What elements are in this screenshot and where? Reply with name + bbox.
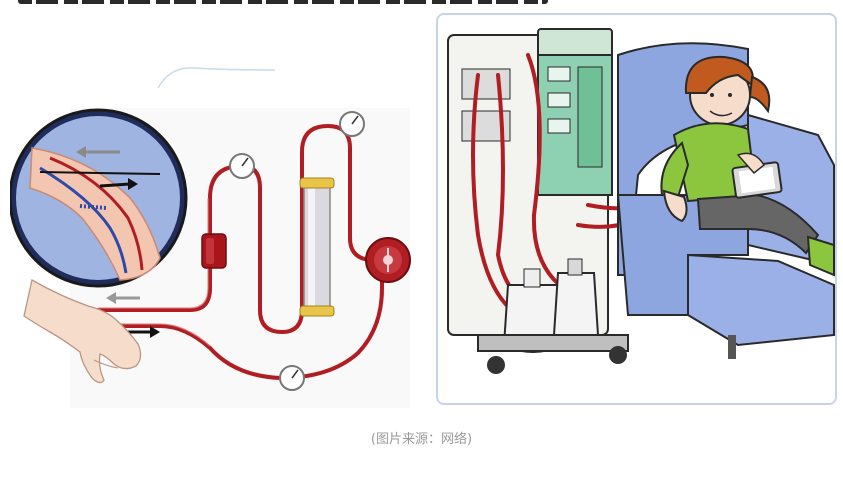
dialysis-circuit-diagram [10,48,420,410]
dialysis-patient-cartoon [436,13,837,405]
image-source-caption: (图片来源：网络) [370,432,473,447]
circuit-diagram-icon [10,67,411,408]
top-cropped-text-line [0,0,843,6]
pressure-gauge-icon [229,153,255,179]
patient-cartoon-icon [447,28,835,374]
magnified-vessel-inset [10,108,188,288]
illustration-figure [0,8,843,410]
cropped-text-fragment [18,0,548,4]
